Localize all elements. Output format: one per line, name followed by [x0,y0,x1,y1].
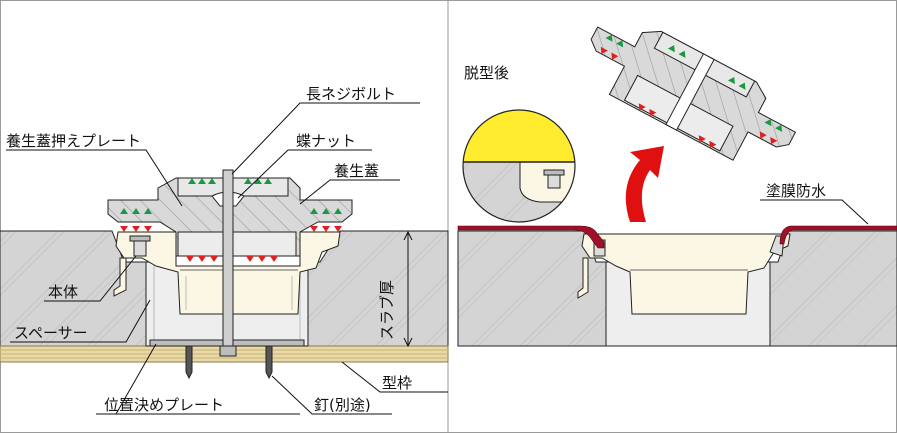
leader-cover [299,179,400,205]
leader-wing-nut [237,149,372,199]
label-waterproofing: 塗膜防水 [766,182,826,200]
label-wing-nut: 蝶ナット [296,132,356,150]
label-long-bolt: 長ネジボルト [306,85,396,103]
label-press-plate: 養生蓋押えプレート [6,132,141,150]
leader-waterproofing [760,199,869,225]
label-positioning-plate: 位置決めプレート [104,396,224,414]
body-hook [113,257,127,297]
detail-circle [462,109,576,223]
left-panel: 長ネジボルト 養生蓋押えプレート 蝶ナット 養生蓋 本体 スペーサー スラブ厚 … [0,85,449,415]
leader-body [44,255,137,302]
nail-left [185,345,193,380]
leader-press-plate [6,149,183,207]
label-spacer: スペーサー [14,324,88,342]
slab-thickness-dimension [403,230,413,348]
leader-long-bolt [231,102,420,175]
leader-positioning-plate [96,343,300,415]
drain-body-demolded [581,233,791,315]
long-bolt [222,169,234,357]
right-panel: 脱型後 塗膜防水 [457,26,897,347]
label-body: 本体 [48,283,78,301]
cover-inner [175,255,301,267]
removed-cover-assembly [590,26,797,161]
tri-markers-top [120,178,342,214]
removal-arrow [625,146,664,222]
waterproofing-membrane [457,225,897,249]
tri-markers-bottom [120,226,342,262]
label-nail: 釘(別途) [314,396,371,414]
leader-formwork [341,361,448,393]
leader-nail [271,375,392,415]
label-formwork: 型枠 [382,374,412,392]
nail-right [265,345,273,380]
label-slab-thickness: スラブ厚 [378,280,396,340]
concrete-slab-demolded-right [769,230,897,347]
label-after-demold: 脱型後 [464,64,509,82]
label-cover: 養生蓋 [334,162,379,180]
leader-spacer [10,299,151,343]
